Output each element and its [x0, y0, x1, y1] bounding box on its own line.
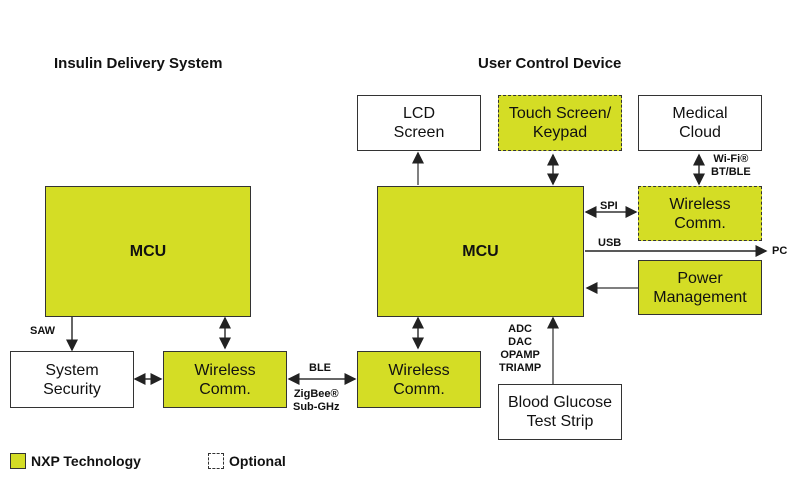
blood-glucose-block: Blood Glucose Test Strip [498, 384, 622, 440]
lcd-screen-block: LCD Screen [357, 95, 481, 151]
optional-legend-swatch [208, 453, 224, 469]
left-wireless-block: Wireless Comm. [163, 351, 287, 408]
right-mcu-block: MCU [377, 186, 584, 317]
pc-label: PC [772, 245, 788, 257]
system-security-block: System Security [10, 351, 134, 408]
spi-wireless-block: Wireless Comm. [638, 186, 762, 241]
spi-label: SPI [600, 200, 618, 212]
nxp-legend-label: NXP Technology [31, 453, 141, 469]
optional-legend-label: Optional [229, 453, 286, 469]
analog-label: ADC DAC OPAMP TRIAMP [499, 323, 542, 374]
touch-keypad-block: Touch Screen/ Keypad [498, 95, 622, 151]
power-management-block: Power Management [638, 260, 762, 315]
saw-label: SAW [30, 325, 56, 337]
wifi-label: Wi-Fi® BT/BLE [711, 153, 751, 178]
ble-label: BLE [309, 362, 331, 374]
zigbee-label: ZigBee® Sub-GHz [293, 388, 340, 413]
user-control-title: User Control Device [478, 55, 622, 72]
right-wireless-block: Wireless Comm. [357, 351, 481, 408]
nxp-legend-swatch [10, 453, 26, 469]
medical-cloud-block: Medical Cloud [638, 95, 762, 151]
usb-label: USB [598, 237, 622, 249]
left-mcu-block: MCU [45, 186, 251, 317]
insulin-delivery-title: Insulin Delivery System [54, 55, 223, 72]
